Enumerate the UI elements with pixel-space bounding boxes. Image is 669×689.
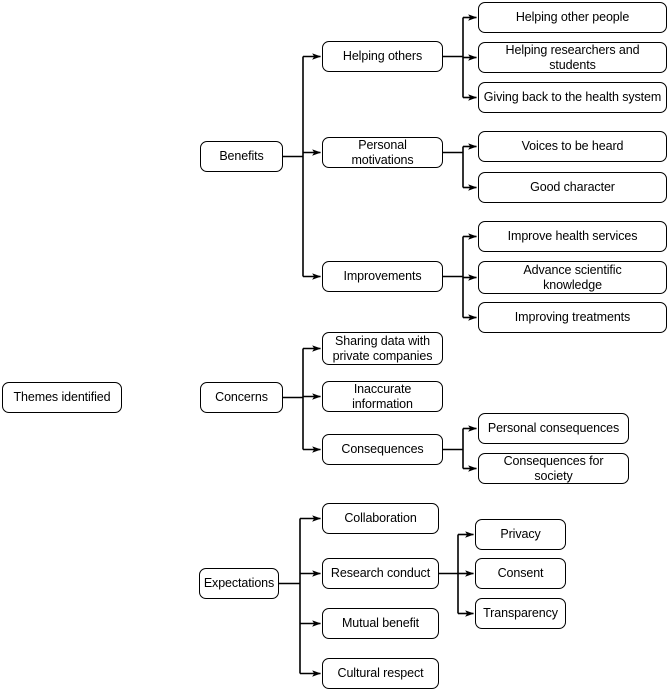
node-improving-treatments[interactable]: Improving treatments — [478, 302, 667, 333]
node-label: Voices to be heard — [521, 139, 624, 154]
node-label: Improvements — [343, 269, 422, 284]
node-giving-back-health-system[interactable]: Giving back to the health system — [478, 82, 667, 113]
node-mutual-benefit[interactable]: Mutual benefit — [322, 608, 439, 639]
node-personal-consequences[interactable]: Personal consequences — [478, 413, 629, 444]
node-label: Cultural respect — [337, 666, 424, 681]
node-helping-others[interactable]: Helping others — [322, 41, 443, 72]
node-label: Helping others — [342, 49, 423, 64]
node-advance-scientific-knowledge[interactable]: Advance scientific knowledge — [478, 261, 667, 294]
node-improve-health-services[interactable]: Improve health services — [478, 221, 667, 252]
node-label: Consent — [497, 566, 544, 581]
node-label: Mutual benefit — [341, 616, 420, 631]
node-label: Expectations — [203, 576, 275, 591]
node-privacy[interactable]: Privacy — [475, 519, 566, 550]
node-benefits[interactable]: Benefits — [200, 141, 283, 172]
node-improvements[interactable]: Improvements — [322, 261, 443, 292]
node-themes-identified[interactable]: Themes identified — [2, 382, 122, 413]
node-label: Improve health services — [507, 229, 638, 244]
node-expectations[interactable]: Expectations — [199, 568, 279, 599]
node-label: Themes identified — [13, 390, 111, 405]
node-consent[interactable]: Consent — [475, 558, 566, 589]
node-helping-other-people[interactable]: Helping other people — [478, 2, 667, 33]
node-good-character[interactable]: Good character — [478, 172, 667, 203]
node-label: Consequences — [341, 442, 424, 457]
node-inaccurate-information[interactable]: Inaccurate information — [322, 381, 443, 412]
node-label: Improving treatments — [514, 310, 631, 325]
node-label: Research conduct — [330, 566, 431, 581]
node-transparency[interactable]: Transparency — [475, 598, 566, 629]
node-consequences[interactable]: Consequences — [322, 434, 443, 465]
node-label: Helping researchers and students — [505, 42, 640, 72]
node-collaboration[interactable]: Collaboration — [322, 503, 439, 534]
node-label: Giving back to the health system — [483, 90, 662, 105]
node-consequences-for-society[interactable]: Consequences for society — [478, 453, 629, 484]
node-label: Sharing data with private companies — [332, 333, 433, 363]
node-label: Benefits — [219, 149, 264, 164]
node-label: Transparency — [483, 606, 558, 621]
node-label: Inaccurate information — [352, 381, 413, 411]
node-sharing-data-private-companies[interactable]: Sharing data with private companies — [322, 332, 443, 365]
node-personal-motivations[interactable]: Personal motivations — [322, 137, 443, 168]
node-label: Personal consequences — [487, 421, 620, 436]
node-label: Collaboration — [344, 511, 417, 526]
node-label: Personal motivations — [351, 137, 414, 167]
node-label: Good character — [530, 180, 615, 195]
node-label: Privacy — [500, 527, 541, 542]
node-label: Concerns — [215, 390, 268, 405]
node-cultural-respect[interactable]: Cultural respect — [322, 658, 439, 689]
node-helping-researchers-students[interactable]: Helping researchers and students — [478, 42, 667, 73]
node-label: Consequences for society — [503, 453, 604, 483]
node-label: Helping other people — [515, 10, 630, 25]
node-research-conduct[interactable]: Research conduct — [322, 558, 439, 589]
node-voices-to-be-heard[interactable]: Voices to be heard — [478, 131, 667, 162]
node-label: Advance scientific knowledge — [523, 262, 622, 292]
node-concerns[interactable]: Concerns — [200, 382, 283, 413]
